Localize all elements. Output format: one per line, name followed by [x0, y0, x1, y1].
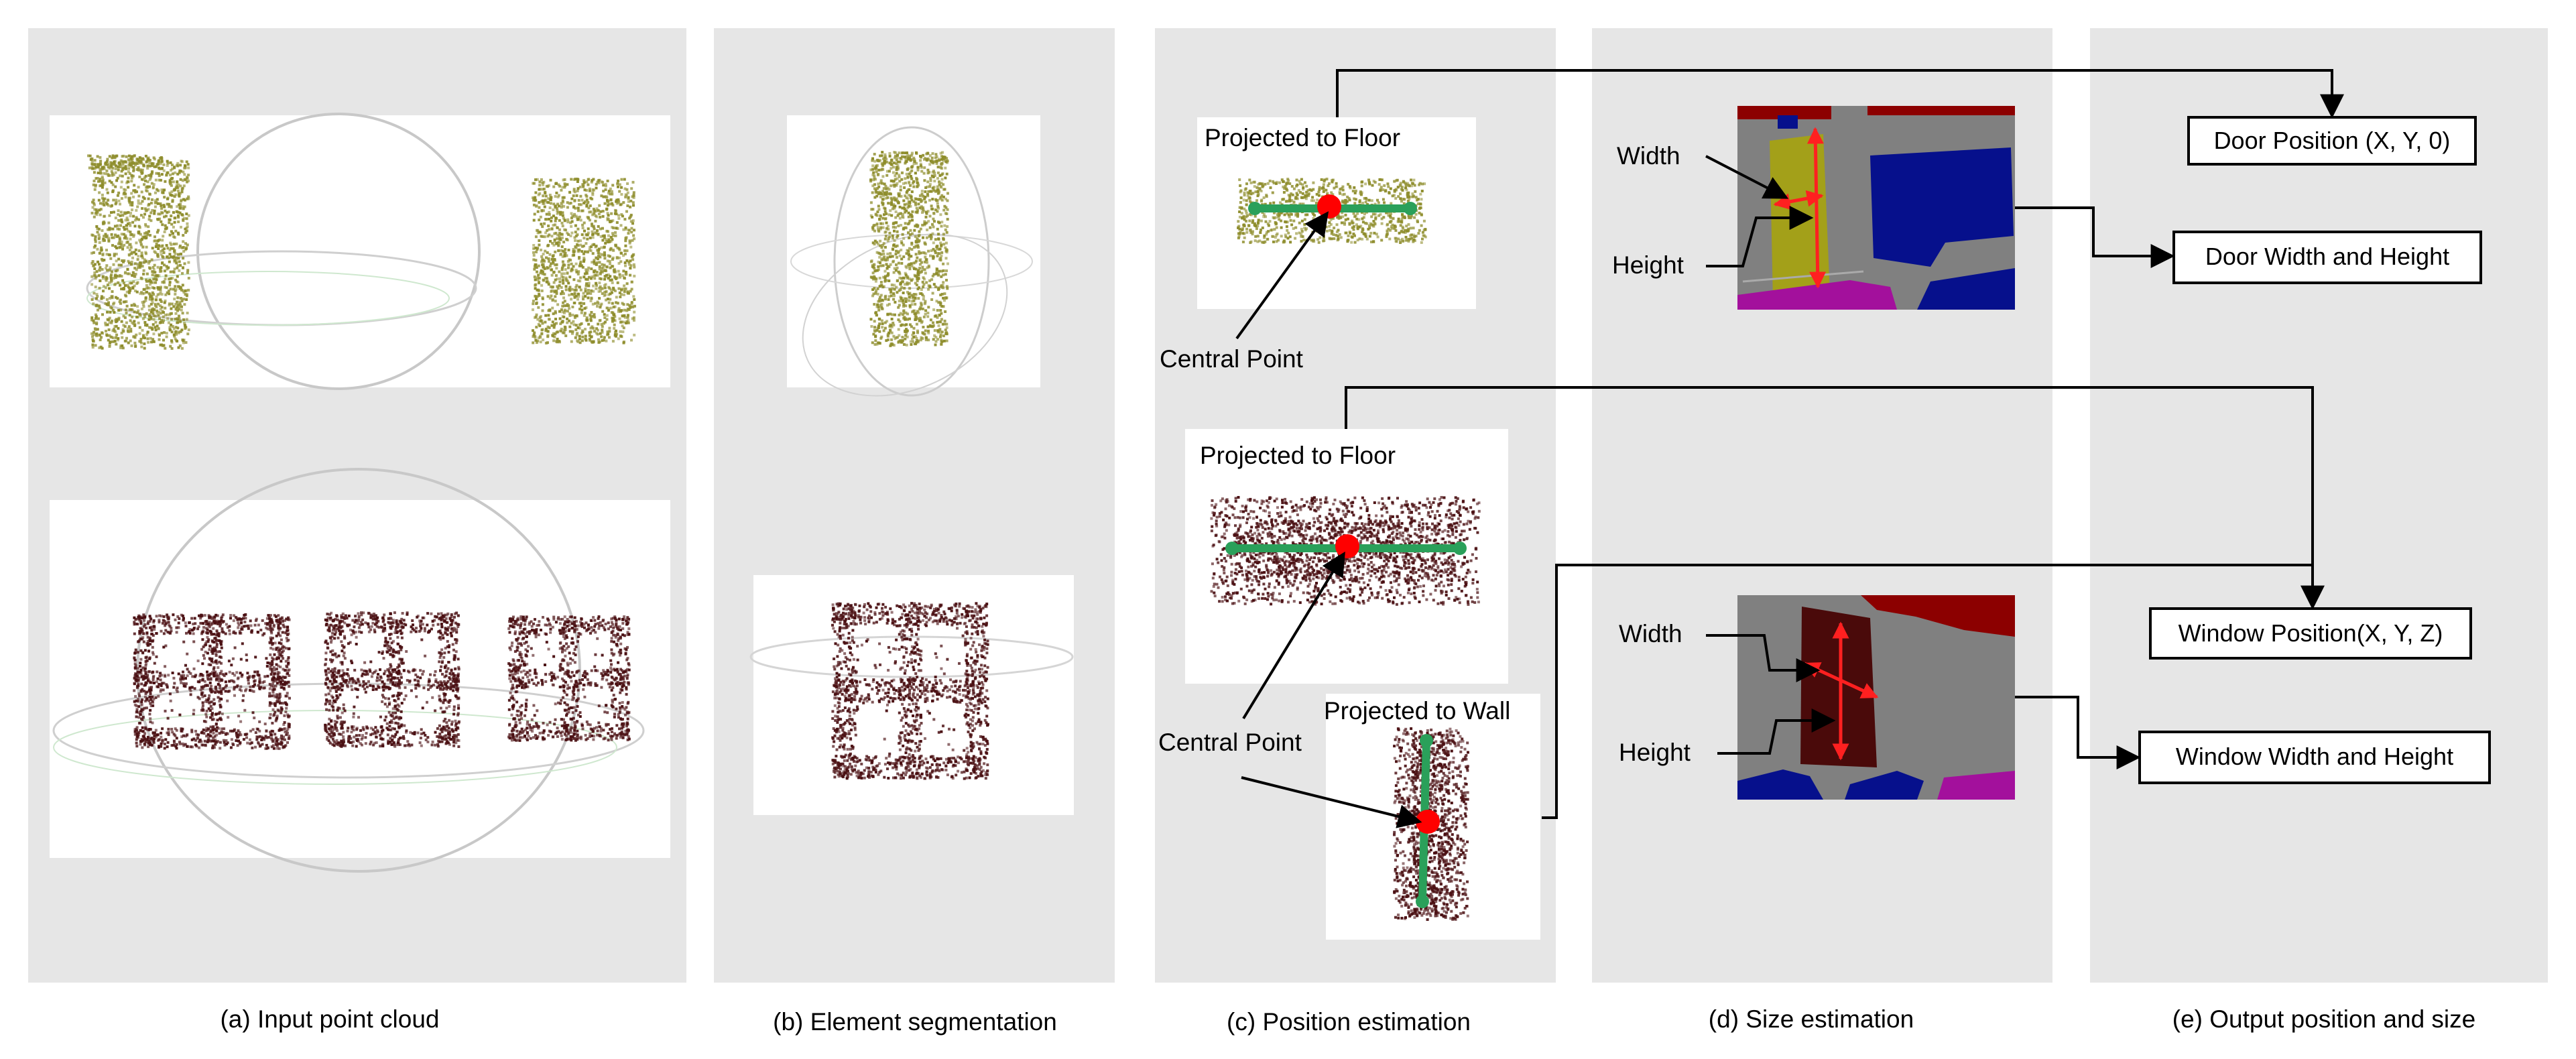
- door-projection-title: Projected to Floor: [1205, 124, 1400, 151]
- connector-window-size: [2015, 696, 2141, 769]
- door-floor-projection: Projected to Floor: [1197, 117, 1476, 309]
- connector-window-position-floor: [1345, 386, 2325, 610]
- door-points-left: [87, 154, 190, 350]
- output-window-size-text: Window Width and Height: [2176, 743, 2453, 770]
- output-window-size-box: Window Width and Height: [2138, 731, 2491, 784]
- caption-a: (a) Input point cloud: [220, 1005, 439, 1033]
- door-height-arrow: [1706, 206, 1814, 267]
- segmented-door-view: [787, 115, 1040, 397]
- window-wall-points: [1393, 727, 1469, 921]
- window-segmentation-image: [1737, 595, 2015, 800]
- door-height-label: Height: [1612, 251, 1684, 279]
- caption-e: (e) Output position and size: [2172, 1005, 2475, 1033]
- door-width-label: Width: [1617, 142, 1680, 170]
- window-point-cloud-view: [50, 468, 670, 873]
- door-width-arrow: [1705, 155, 1789, 199]
- caption-d: (d) Size estimation: [1709, 1005, 1914, 1033]
- caption-b: (b) Element segmentation: [773, 1008, 1057, 1036]
- door-point-cloud-view: [50, 113, 670, 390]
- output-door-position-text: Door Position (X, Y, 0): [2214, 127, 2451, 154]
- connector-door-position: [1336, 69, 2344, 119]
- door-axis-end-right: [1404, 202, 1417, 215]
- output-door-position-box: Door Position (X, Y, 0): [2187, 116, 2477, 166]
- door-central-point-arrow: [1235, 211, 1329, 340]
- window-central-point-label: Central Point: [1158, 729, 1302, 756]
- door-width-measure: [1773, 190, 1824, 210]
- door-segmentation-image: [1737, 106, 2015, 310]
- door-central-point-label: Central Point: [1160, 345, 1304, 373]
- window-floor-projection: Projected to Floor: [1185, 429, 1508, 684]
- door-central-point-dot: [1317, 194, 1341, 219]
- window-points-1: [133, 613, 291, 750]
- window-height-label: Height: [1619, 739, 1691, 766]
- window-central-point-arrow-wall: [1241, 776, 1422, 828]
- connector-door-size: [2015, 206, 2175, 268]
- connector-window-position-wall: [1542, 564, 2313, 819]
- segmented-door-points: [869, 151, 949, 347]
- door-axis-end-left: [1248, 202, 1262, 215]
- window-floor-projection-title: Projected to Floor: [1200, 442, 1396, 469]
- window-wall-axis-end-bottom: [1416, 895, 1429, 908]
- window-points-3: [507, 615, 631, 742]
- output-window-position-text: Window Position(X, Y, Z): [2179, 619, 2443, 647]
- output-window-position-box: Window Position(X, Y, Z): [2149, 607, 2472, 660]
- window-central-point-arrow-floor: [1242, 551, 1345, 720]
- segmented-window-points: [831, 602, 989, 780]
- window-floor-central-dot: [1335, 534, 1359, 558]
- door-points-right: [532, 178, 636, 345]
- window-width-arrow: [1706, 634, 1821, 682]
- window-floor-axis-end-right: [1453, 542, 1467, 555]
- panel-output: [2090, 28, 2548, 983]
- window-floor-axis-end-left: [1225, 542, 1239, 555]
- output-door-size-box: Door Width and Height: [2172, 231, 2482, 284]
- window-floor-points: [1210, 496, 1481, 606]
- output-door-size-text: Door Width and Height: [2205, 243, 2449, 270]
- window-points-2: [324, 611, 461, 748]
- window-width-label: Width: [1619, 620, 1682, 647]
- caption-c: (c) Position estimation: [1227, 1008, 1471, 1036]
- window-wall-projection-title: Projected to Wall: [1324, 697, 1510, 725]
- segmented-window-view: [749, 575, 1074, 815]
- window-height-arrow: [1717, 708, 1836, 755]
- window-wall-projection: Projected to Wall: [1324, 694, 1540, 940]
- window-wall-axis-end-top: [1420, 734, 1433, 747]
